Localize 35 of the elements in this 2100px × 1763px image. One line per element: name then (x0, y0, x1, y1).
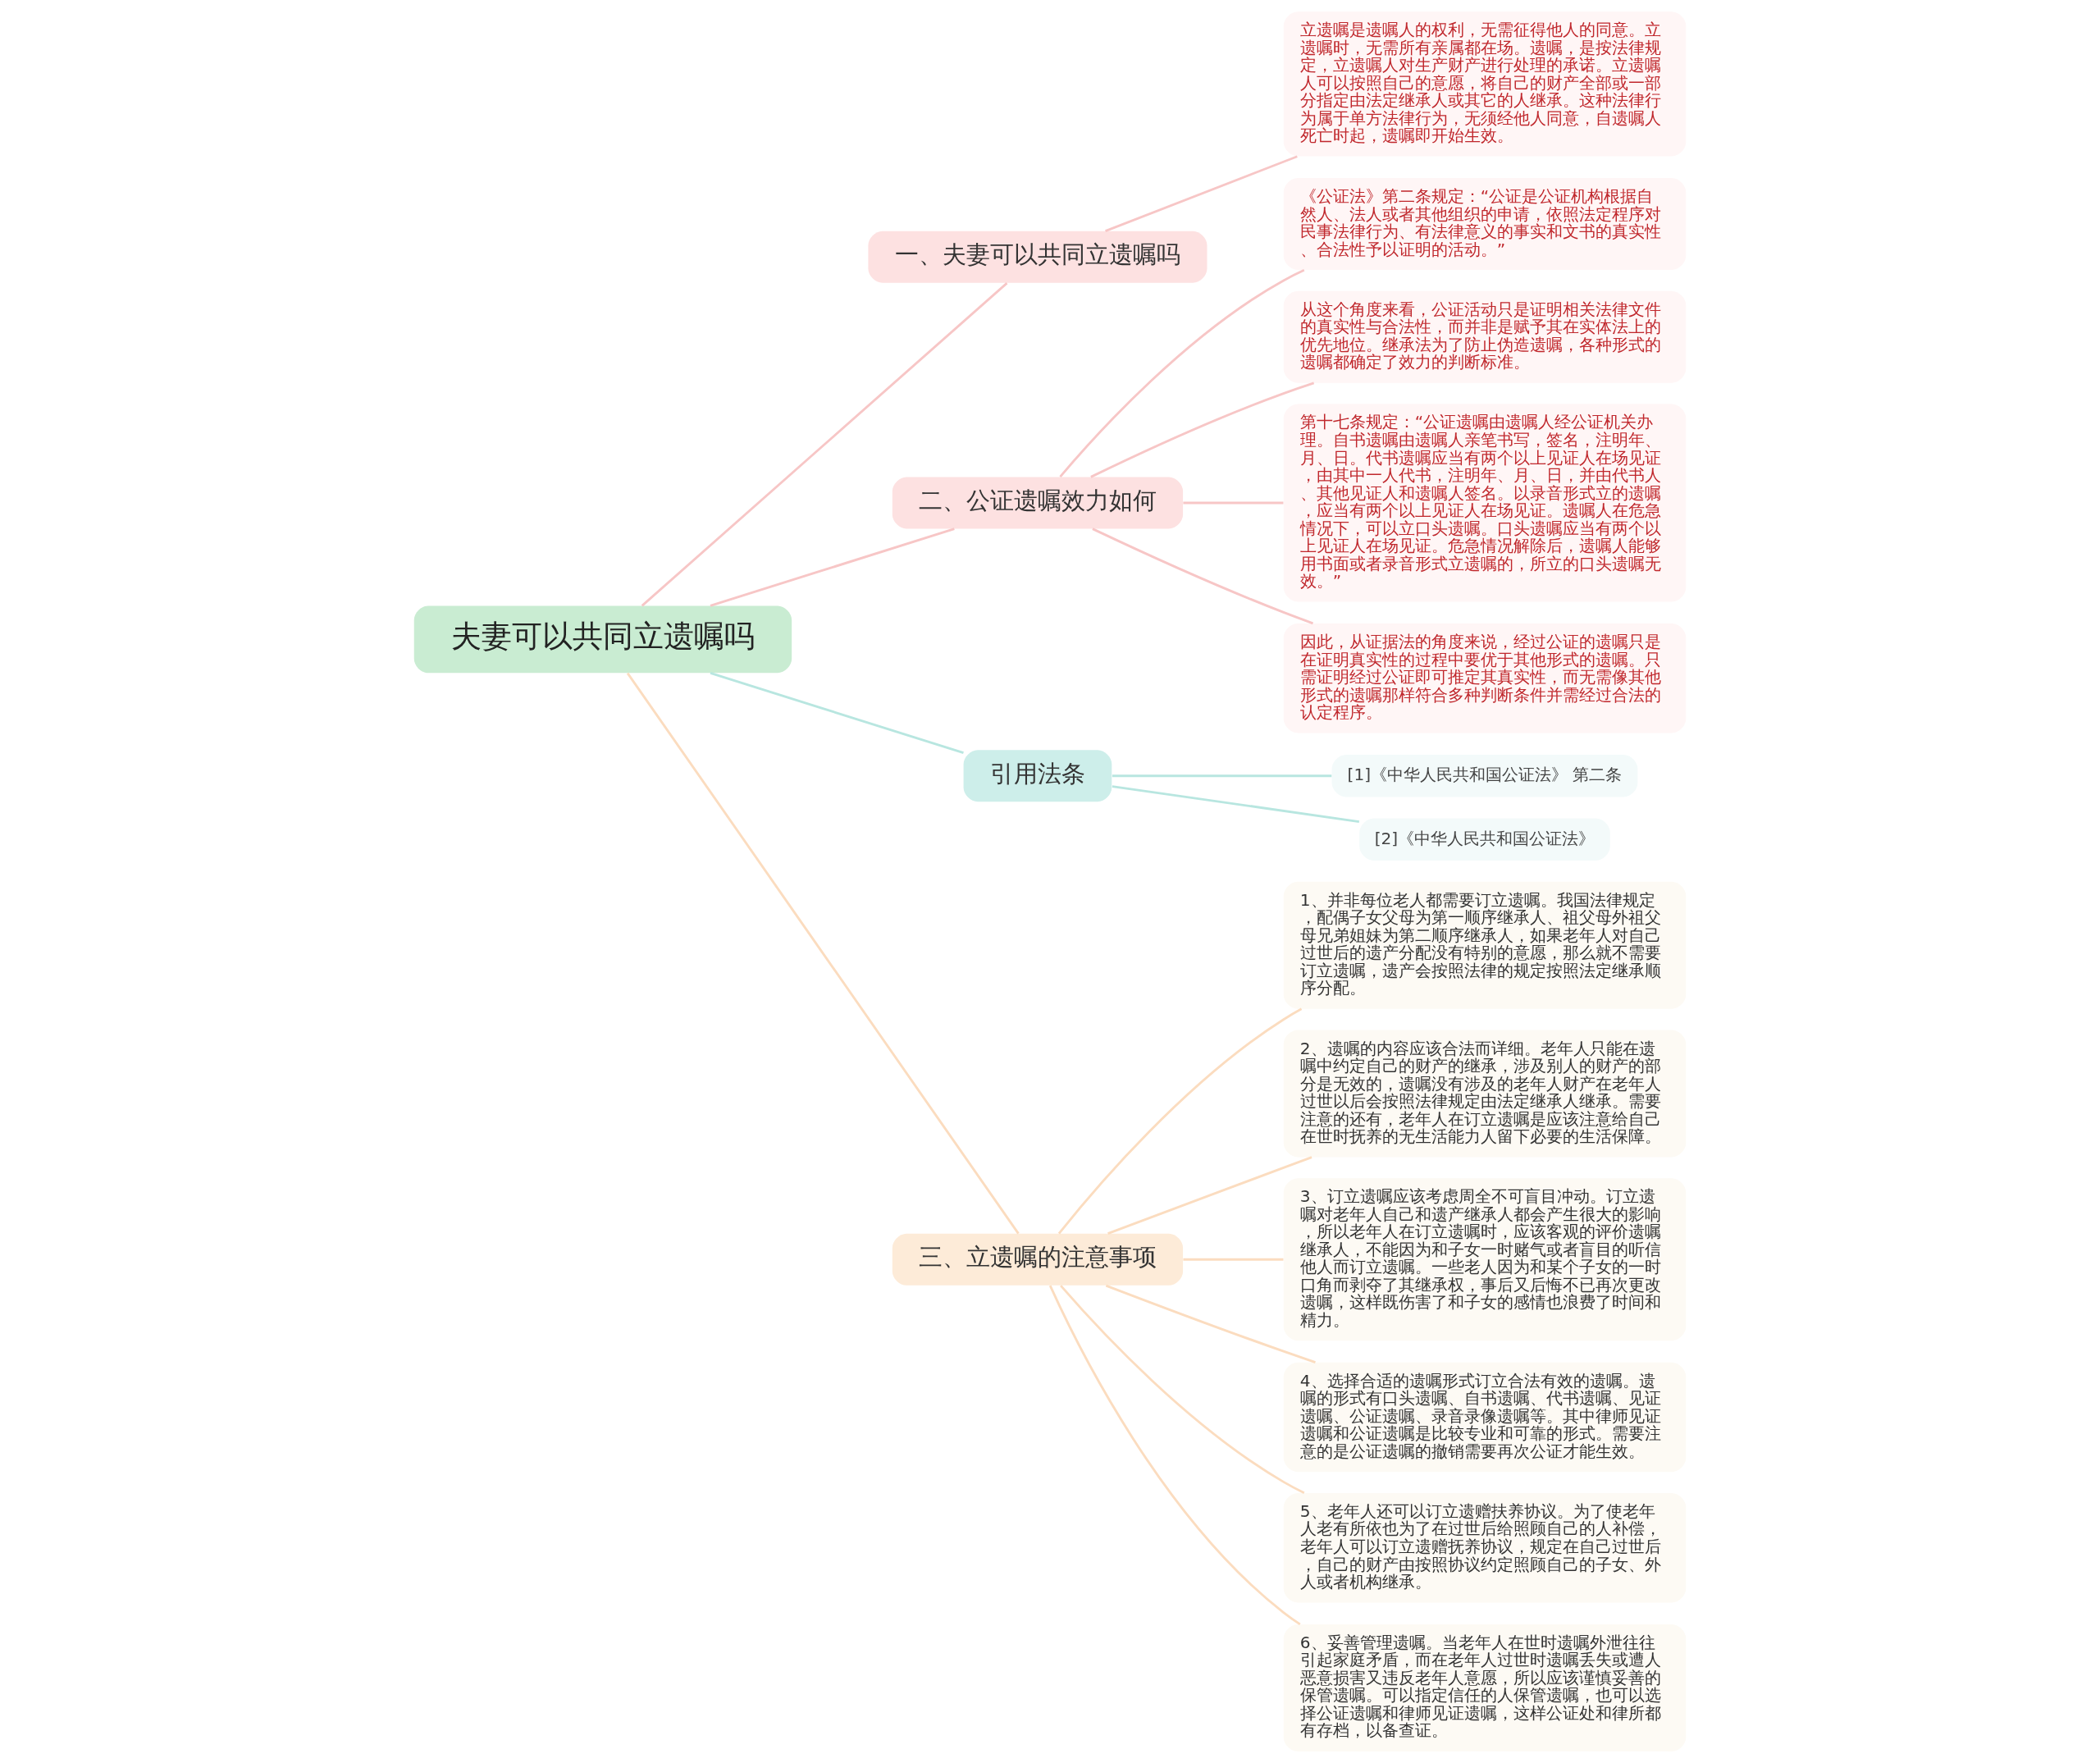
node-box: 三、立遗嘱的注意事项 (892, 1233, 1184, 1286)
connector (1092, 528, 1313, 625)
connector (710, 671, 964, 755)
connector (710, 528, 955, 607)
connector (1183, 501, 1284, 505)
connector (641, 282, 1008, 607)
node-box: 引用法条 (963, 750, 1112, 802)
node-box: [2]《中华人民共和国公证法》 (1359, 818, 1610, 861)
connector (1048, 1285, 1301, 1626)
connector (1105, 1284, 1316, 1363)
connector (1060, 1285, 1305, 1495)
connector (1183, 1258, 1284, 1261)
connector (1107, 1156, 1312, 1235)
node-box: 2、遗嘱的内容应该合法而详细。老年人只能在遗嘱中约定自己的财产的继承，涉及别人的财产的部分是无效的，遗嘱没有涉及的老年人财产在老年人过世以后会按照法律规定由法定继承人继承。需要注意的还有，老年人在订立遗嘱是应该注意给自己在世时抚养的无生活能力人留下必要的生活保障。 (1283, 1030, 1687, 1158)
connector (1059, 268, 1305, 478)
node-box: 二、公证遗嘱效力如何 (892, 477, 1184, 529)
node-box: 立遗嘱是遗嘱人的权利，无需征得他人的同意。立遗嘱时，无需所有亲属都在场。遗嘱，是按法律规定，立遗嘱人对生产财产进行处理的承诺。立遗嘱人可以按照自己的意愿，将自己的财产全部或一部分指定由法定继承人或其它的人继承。这种法律行为属于单方法律行为，无须经他人同意，自遗嘱人死亡时起，遗嘱即开始生效。 (1283, 11, 1687, 157)
node-box: 5、老年人还可以订立遗赠扶养协议。为了使老年人老有所依也为了在过世后给照顾自己的人补偿，老年人可以订立遗赠抚养协议，规定在自己过世后，自己的财产由按照协议约定照顾自己的子女、外人或者机构继承。 (1283, 1493, 1687, 1603)
node-box: 第十七条规定：“公证遗嘱由遗嘱人经公证机关办理。自书遗嘱由遗嘱人亲笔书写，签名，注明年、月、日。代书遗嘱应当有两个以上见证人在场见证，由其中一人代书，注明年、月、日，并由代书人、其他见证人和遗嘱人签名。以录音形式立的遗嘱，应当有两个以上见证人在场见证。遗嘱人在危急情况下，可以立口头遗嘱。口头遗嘱应当有两个以上见证人在场见证。危急情况解除后，遗嘱人能够用书面或者录音形式立遗嘱的，所立的口头遗嘱无效。” (1283, 404, 1687, 602)
connector (1112, 774, 1332, 778)
connector (1112, 785, 1360, 823)
node-box: 夫妻可以共同立遗嘱吗 (413, 605, 792, 674)
node-box: 3、订立遗嘱应该考虑周全不可盲目冲动。订立遗嘱对老年人自己和遗产继承人都会产生很大的影响，所以老年人在订立遗嘱时，应该客观的评价遗嘱继承人，不能因为和子女一时赌气或者盲目的听信他人而订立遗嘱。一些老人因为和某个子女的一时口角而剥夺了其继承权，事后又后悔不已再次更改遗嘱，这样既伤害了和子女的感情也浪费了时间和精力。 (1283, 1178, 1687, 1341)
node-box: 4、选择合适的遗嘱形式订立合法有效的遗嘱。遗嘱的形式有口头遗嘱、自书遗嘱、代书遗嘱、见证遗嘱、公证遗嘱、录音录像遗嘱等。其中律师见证遗嘱和公证遗嘱是比较专业和可靠的形式。需要注意的是公证遗嘱的撤销需要再次公证才能生效。 (1283, 1362, 1687, 1473)
connector (1090, 381, 1315, 478)
node-box: [1]《中华人民共和国公证法》 第二条 (1331, 754, 1638, 797)
node-box: 6、妥善管理遗嘱。当老年人在世时遗嘱外泄往往引起家庭矛盾，而在老年人过世时遗嘱丢失或遭人恶意损害又违反老年人意愿，所以应该谨慎妥善的保管遗嘱。可以指定信任的人保管遗嘱，也可以选择公证遗嘱和律师见证遗嘱，这样公证处和律所都有存档，以备查证。 (1283, 1624, 1687, 1752)
node-box: 1、并非每位老人都需要订立遗嘱。我国法律规定，配偶子女父母为第一顺序继承人、祖父母外祖父母兄弟姐妹为第二顺序继承人，如果老年人对自己过世后的遗产分配没有特别的意愿，那么就不需要订立遗嘱，遗产会按照法律的规定按照法定继承顺序分配。 (1283, 881, 1687, 1009)
node-box: 因此，从证据法的角度来说，经过公证的遗嘱只是在证明真实性的过程中要优于其他形式的遗嘱。只需证明经过公证即可推定其真实性，而无需像其他形式的遗嘱那样符合多种判断条件并需经过合法的认定程序。 (1283, 623, 1687, 733)
node-box: 《公证法》第二条规定：“公证是公证机构根据自然人、法人或者其他组织的申请，依照法定程序对民事法律行为、有法律意义的事实和文书的真实性、合法性予以证明的活动。” (1283, 178, 1687, 270)
connector (1105, 155, 1298, 232)
node-box: 从这个角度来看，公证活动只是证明相关法律文件的真实性与合法性，而并非是赋予其在实体法上的优先地位。继承法为了防止伪造遗嘱，各种形式的遗嘱都确定了效力的判断标准。 (1283, 290, 1687, 383)
connector (626, 672, 1020, 1235)
node-box: 一、夫妻可以共同立遗嘱吗 (868, 231, 1208, 283)
connector (1057, 1007, 1303, 1235)
